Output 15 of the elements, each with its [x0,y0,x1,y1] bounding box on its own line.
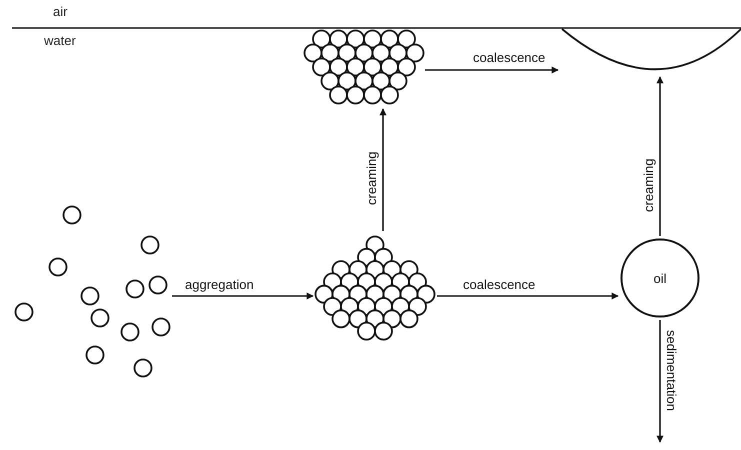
edge-label: sedimentation [664,330,679,411]
phase-label: water [44,33,76,48]
edge-label: creaming [641,158,656,212]
node-label: oil [653,270,666,286]
edge-label: coalescence [473,50,546,65]
phase-label: air [53,4,68,19]
edge-label: creaming [364,152,379,205]
edge-label: coalescence [463,277,536,292]
arrow [380,108,386,231]
arrow [437,292,619,300]
arrow [656,76,664,236]
arrow [172,292,314,300]
arrow [656,320,664,443]
edge-label: aggregation [185,277,254,292]
arrow [425,66,559,74]
